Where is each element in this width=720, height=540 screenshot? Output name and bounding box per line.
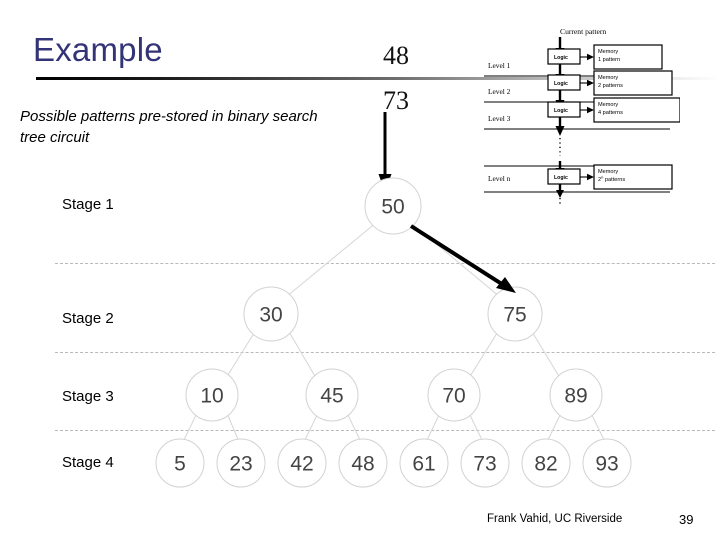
stage-divider-1: [55, 263, 715, 264]
tree-node-label: 70: [442, 385, 465, 408]
stage-divider-3: [55, 430, 715, 431]
pattern-value-top: 48: [383, 41, 409, 70]
stage-label-3: Stage 3: [62, 388, 114, 405]
stage-label-2: Stage 2: [62, 310, 114, 327]
memory-block-label-line1: Memory: [598, 75, 618, 81]
memory-block-label-line2: 1 pattern: [598, 57, 620, 63]
title-divider-rule: [36, 77, 720, 80]
tree-node-label: 48: [351, 453, 374, 476]
footer-credit: Frank Vahid, UC Riverside: [487, 513, 623, 525]
highlight-path-arrow: [409, 224, 516, 293]
memory-block-label-line1: Memory: [598, 102, 618, 108]
memory-count-exponent: n: [601, 175, 603, 180]
tree-node-label: 89: [564, 385, 587, 408]
tree-node: [216, 438, 266, 488]
tree-node: [399, 438, 449, 488]
memory-block-label-line1: Memory: [598, 169, 618, 175]
tree-node-label: 42: [290, 453, 313, 476]
memory-block: [593, 164, 673, 190]
tree-node-label: 10: [200, 385, 223, 408]
tree-node: [521, 438, 571, 488]
level-label-n: Level n: [488, 174, 511, 183]
tree-node-label: 23: [229, 453, 252, 476]
memory-block: [593, 44, 663, 70]
level-label-3: Level 3: [488, 114, 511, 123]
tree-node-label: 82: [534, 453, 557, 476]
memory-block: [593, 97, 680, 123]
memory-block-label-line2: 4 patterns: [598, 110, 623, 116]
tree-node: [155, 438, 205, 488]
slide-subtitle: Possible patterns pre-stored in binary s…: [20, 108, 318, 147]
stage-divider-2: [55, 352, 715, 353]
stage-label-4: Stage 4: [62, 454, 114, 471]
tree-node: [338, 438, 388, 488]
tree-node: [582, 438, 632, 488]
tree-node: [243, 286, 299, 342]
tree-node-label: 5: [174, 453, 186, 476]
tree-node: [460, 438, 510, 488]
tree-node: [185, 368, 239, 422]
memory-count-base: 2: [598, 177, 601, 183]
tree-node: [487, 286, 543, 342]
memory-block: [593, 70, 673, 96]
pattern-value-current: 73: [383, 86, 409, 115]
memory-block-label-line2: 2n patterns: [598, 175, 625, 183]
memory-block-label-line2: 2 patterns: [598, 83, 623, 89]
tree-node: [549, 368, 603, 422]
tree-node-label: 61: [412, 453, 435, 476]
tree-node-label: 75: [503, 304, 526, 327]
level-label-2: Level 2: [488, 87, 511, 96]
tree-node: [305, 368, 359, 422]
tree-node-label: 45: [320, 385, 343, 408]
footer-page-number: 39: [679, 512, 694, 527]
stage-label-1: Stage 1: [62, 196, 114, 213]
level-label-1: Level 1: [488, 61, 511, 70]
logic-block-label: Logic: [554, 55, 568, 61]
tree-node: [364, 177, 422, 235]
tree-node-label: 50: [381, 196, 404, 219]
current-pattern-label: Current pattern: [560, 27, 606, 36]
level-memory-diagram: Current pattern Level 1 Logic Memory 1 p…: [484, 27, 680, 206]
tree-node: [277, 438, 327, 488]
page-title: Example: [33, 31, 163, 68]
tree-node: [427, 368, 481, 422]
logic-block-label: Logic: [554, 108, 568, 114]
tree-node-label: 93: [595, 453, 618, 476]
logic-block-label: Logic: [554, 81, 568, 87]
tree-node-label: 73: [473, 453, 496, 476]
memory-count-suffix: patterns: [603, 177, 625, 183]
tree-node-label: 30: [259, 304, 282, 327]
memory-block-label-line1: Memory: [598, 49, 618, 55]
logic-block-label: Logic: [554, 175, 568, 181]
